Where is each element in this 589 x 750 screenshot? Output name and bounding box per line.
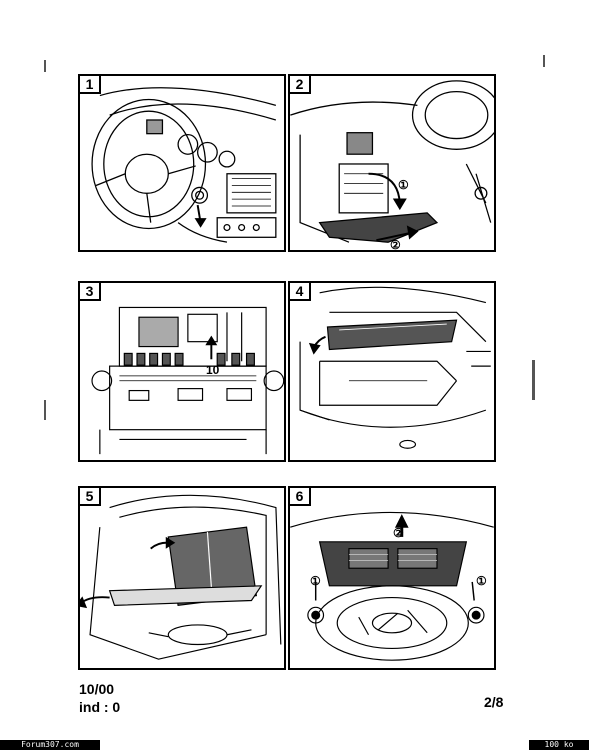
scan-edge-mark <box>532 360 535 400</box>
figure-panel-1: 1 <box>78 74 286 252</box>
figure-panel-2: 2 ① ② <box>288 74 496 252</box>
scan-edge-mark <box>44 60 46 72</box>
panel-number: 1 <box>80 76 101 94</box>
page-number: 2/8 <box>484 694 504 710</box>
file-size-label: 100 ko <box>529 740 589 750</box>
figure-panel-4: 4 <box>288 281 496 462</box>
callout-label: 10 <box>206 363 220 377</box>
callout-label: ① <box>310 574 321 588</box>
fuse-box-illustration <box>91 306 284 455</box>
bottom-bar <box>0 740 589 750</box>
scan-edge-mark <box>44 400 46 420</box>
panel-number: 4 <box>290 283 311 301</box>
parcel-shelf-illustration <box>299 286 491 449</box>
spare-wheel-illustration <box>290 511 494 661</box>
panel-number: 2 <box>290 76 311 94</box>
figure-panel-5: 5 <box>78 486 286 670</box>
callout-label: ② <box>390 238 401 252</box>
site-watermark: Forum307.com <box>0 740 100 750</box>
callout-label: ① <box>476 574 487 588</box>
figure-panel-3: 3 10 <box>78 281 286 462</box>
document-footer: 10/00 ind : 0 <box>79 680 120 716</box>
scan-edge-mark <box>543 55 545 67</box>
panel-number: 5 <box>80 488 101 506</box>
steering-wheel-illustration <box>91 87 277 243</box>
panel-number: 3 <box>80 283 101 301</box>
panel-number: 6 <box>290 488 311 506</box>
revision-index: ind : 0 <box>79 699 121 715</box>
under-dash-panel-illustration <box>290 80 494 243</box>
trunk-interior-illustration <box>80 494 282 660</box>
figure-panel-6: 6 ② ① ① <box>288 486 496 670</box>
callout-label: ② <box>393 526 404 540</box>
revision-date: 10/00 <box>79 681 115 697</box>
callout-label: ① <box>398 178 409 192</box>
